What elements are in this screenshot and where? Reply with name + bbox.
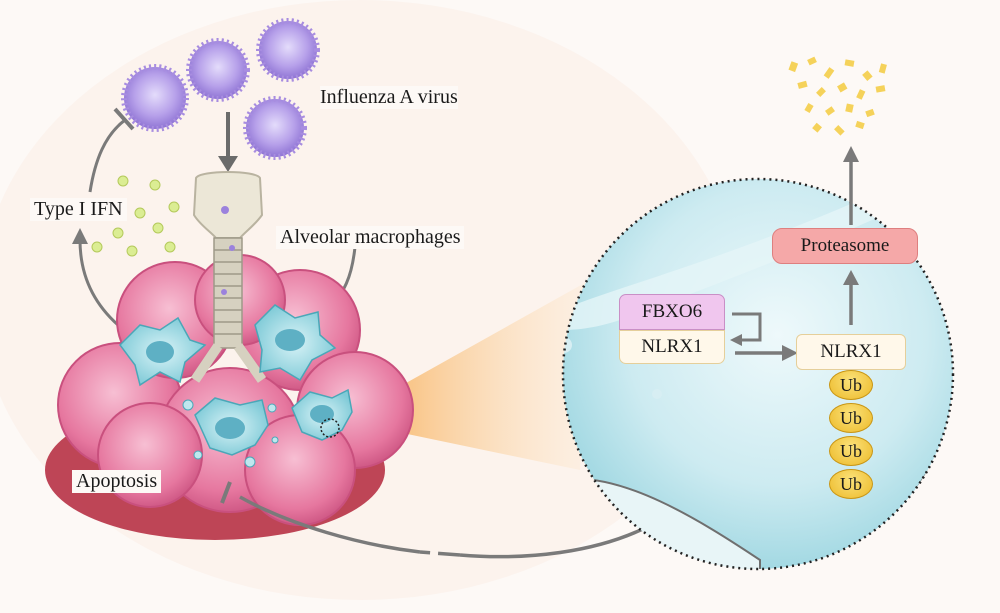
- proteasome-box: Proteasome: [772, 228, 918, 264]
- degradation-arrow: [843, 146, 859, 225]
- nlrx1-ubiquitinated-box: NLRX1: [796, 334, 906, 370]
- macrophage-cell: [254, 304, 337, 382]
- virion-icon: [186, 38, 250, 102]
- influenza-virus-label: Influenza A virus: [320, 86, 458, 109]
- virion-icon: [243, 96, 307, 160]
- apoptosis-label: Apoptosis: [72, 470, 162, 493]
- macrophage-cells: [119, 304, 353, 468]
- macrophage-cell: [291, 388, 353, 441]
- nlrx1-bound-box: NLRX1: [619, 330, 725, 364]
- influenza-virions: [121, 18, 320, 160]
- ifn-inhibition-arrow: [88, 107, 135, 193]
- virion-icon: [121, 64, 189, 132]
- infection-arrow: [218, 112, 238, 172]
- ubiquitin-3: Ub: [829, 436, 873, 466]
- virion-icon: [256, 18, 320, 82]
- ubiquitin-2: Ub: [829, 403, 873, 433]
- degraded-fragments: [788, 56, 887, 136]
- nlrx1-degradation-arrow: [735, 345, 798, 361]
- ifn-production-arrow: [72, 228, 119, 327]
- alveolar-macrophages-label: Alveolar macrophages: [276, 226, 465, 249]
- fbxo6-binding-arrow: [730, 312, 762, 346]
- ifn-molecules: [91, 175, 180, 257]
- ubiquitin-4: Ub: [829, 469, 873, 499]
- ubiquitin-1: Ub: [829, 370, 873, 400]
- proteasome-arrow: [843, 270, 859, 325]
- type-i-ifn-label: Type I IFN: [30, 198, 127, 221]
- macrophage-cell: [119, 316, 207, 387]
- apoptotic-macrophage: [182, 397, 279, 468]
- fbxo6-box: FBXO6: [619, 294, 725, 330]
- trachea: [190, 171, 267, 383]
